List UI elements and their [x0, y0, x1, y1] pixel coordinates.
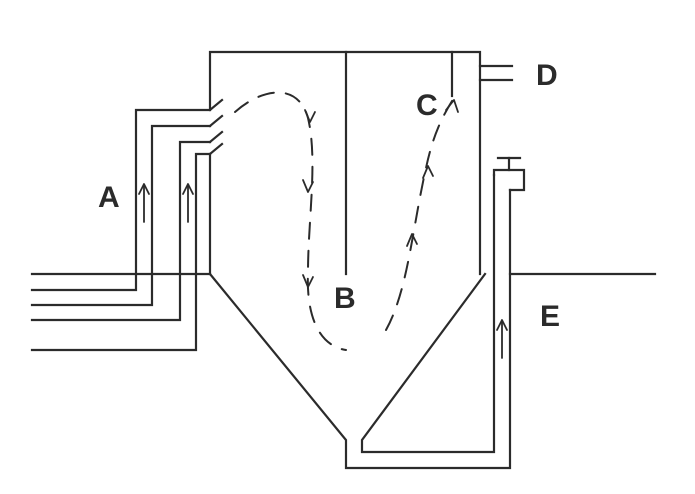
- label-c: C: [416, 89, 438, 122]
- inlet-flow-arrow-1: [138, 183, 150, 223]
- label-e: E: [540, 300, 560, 333]
- inlet-pipe-inner: [30, 152, 212, 352]
- return-pipe-cap: [492, 156, 526, 192]
- label-d: D: [536, 59, 558, 92]
- label-a: A: [98, 181, 120, 214]
- inlet-pipe-middle: [30, 140, 212, 322]
- vessel-cone: [208, 188, 512, 470]
- outlet-d: [478, 64, 514, 82]
- inlet-pipes-a: [30, 98, 224, 352]
- inlet-pipe-outer: [30, 108, 212, 292]
- circulation-arrowheads: [302, 99, 459, 288]
- circulation-flow-right: [385, 91, 459, 331]
- inlet-flow-arrow-2: [182, 183, 194, 223]
- return-flow-arrow: [496, 319, 508, 359]
- circulation-flow-left: [234, 91, 347, 351]
- vessel-outline: [208, 50, 512, 470]
- label-b: B: [334, 282, 356, 315]
- inlet-pipe-outer-inner: [30, 124, 212, 307]
- vessel-cone-right: [360, 173, 496, 454]
